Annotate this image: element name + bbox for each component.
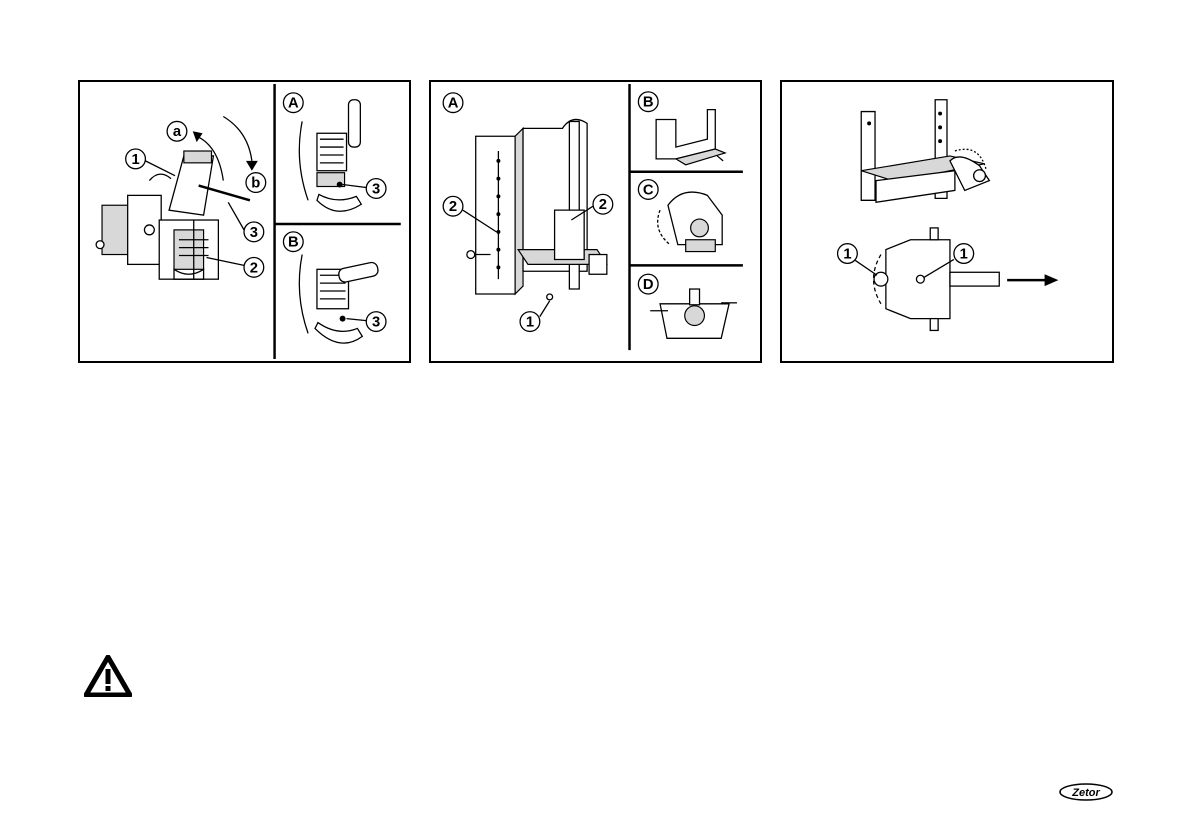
- frame-body: [467, 119, 607, 299]
- figure-panel-frame: A 2 2 1 B C: [429, 80, 762, 363]
- svg-text:2: 2: [250, 260, 258, 276]
- svg-text:1: 1: [960, 246, 968, 262]
- svg-text:B: B: [288, 235, 299, 251]
- inset-b: B 3: [283, 232, 386, 343]
- figure-panel-hitch: a b 1 3 2 A: [78, 80, 411, 363]
- svg-text:2: 2: [449, 199, 457, 215]
- callout-a-main: A: [443, 93, 463, 113]
- arrow-direction-head: [1045, 274, 1059, 286]
- svg-text:3: 3: [250, 225, 258, 241]
- svg-text:b: b: [251, 175, 260, 191]
- svg-text:Zetor: Zetor: [1071, 787, 1100, 799]
- inset-frame-d: D: [638, 274, 737, 338]
- svg-text:3: 3: [372, 181, 380, 197]
- arrow-a-head: [193, 131, 203, 142]
- figure-panel-top-view: 1 1: [780, 80, 1114, 363]
- frame-drawing: A 2 2 1 B C: [431, 82, 760, 361]
- svg-text:a: a: [173, 124, 182, 140]
- callout-1: 1: [126, 149, 175, 176]
- svg-text:A: A: [288, 96, 299, 112]
- callout-3: 3: [228, 202, 263, 241]
- frame-perspective: [861, 100, 989, 203]
- callout-1-bottom: 1: [520, 301, 550, 332]
- hitch-drawing: a b 1 3 2 A: [80, 82, 409, 361]
- inset-frame-b: B: [638, 92, 725, 165]
- callout-a: a: [167, 121, 187, 141]
- arrow-b: [223, 117, 252, 161]
- top-view-drawing: 1 1: [782, 82, 1112, 361]
- svg-text:C: C: [643, 182, 654, 198]
- svg-text:A: A: [448, 96, 459, 112]
- svg-text:3: 3: [372, 314, 380, 330]
- callout-b: b: [246, 173, 266, 193]
- svg-text:1: 1: [526, 314, 534, 330]
- brand-logo: Zetor: [1058, 782, 1114, 802]
- svg-text:2: 2: [599, 197, 607, 213]
- svg-text:B: B: [643, 95, 654, 111]
- hitch-body: [96, 151, 250, 279]
- inset-a: A 3: [283, 93, 386, 211]
- inset-frame-c: C: [638, 180, 722, 252]
- arrow-b-head: [246, 161, 258, 171]
- warning-triangle-icon: [84, 655, 132, 697]
- svg-text:D: D: [643, 277, 654, 293]
- svg-text:1: 1: [843, 246, 851, 262]
- callout-1-left: 1: [838, 244, 877, 276]
- svg-text:1: 1: [131, 152, 139, 168]
